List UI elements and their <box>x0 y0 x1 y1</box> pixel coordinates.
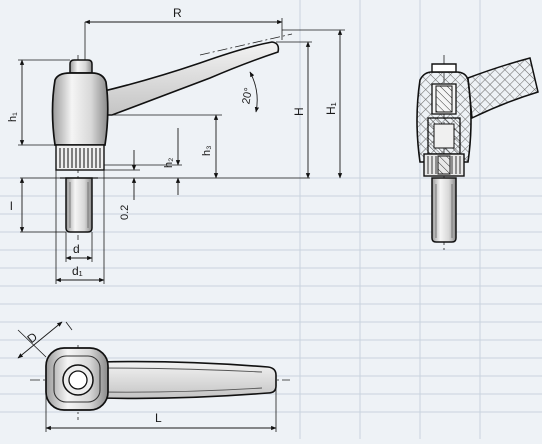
top-cap <box>69 59 93 74</box>
label-l: l <box>10 199 13 213</box>
top-knob-inner-circle <box>68 370 88 390</box>
label-h2: h₂ <box>163 158 175 168</box>
lever-arm <box>99 41 280 116</box>
arm-extension-line <box>199 33 293 56</box>
section-view <box>416 55 539 250</box>
label-h3: h₃ <box>201 145 213 156</box>
threaded-stud <box>65 177 93 233</box>
label-clearance: 0.2 <box>119 205 131 220</box>
label-H: H <box>292 107 306 116</box>
section-pin <box>435 85 453 113</box>
section-cap <box>431 63 457 73</box>
label-R: R <box>173 6 182 20</box>
side-view: R h₁ l 20° H H₁ h₃ h₂ 0.2 d <box>7 6 345 284</box>
section-stud <box>431 177 457 243</box>
label-d: d <box>73 242 80 256</box>
label-H1: H₁ <box>324 102 338 115</box>
label-d1: d₁ <box>72 264 83 278</box>
dim-D <box>17 321 63 359</box>
top-lever <box>99 360 277 400</box>
top-view: D L <box>17 321 290 432</box>
label-D: D <box>24 329 40 346</box>
knurl-lines <box>59 148 101 168</box>
label-h1: h₁ <box>7 112 19 122</box>
label-angle: 20° <box>240 87 255 105</box>
section-insert-core <box>433 123 455 149</box>
dim-angle <box>249 71 260 113</box>
label-L: L <box>155 411 162 425</box>
section-arm <box>467 57 539 120</box>
knob-body <box>51 72 109 146</box>
